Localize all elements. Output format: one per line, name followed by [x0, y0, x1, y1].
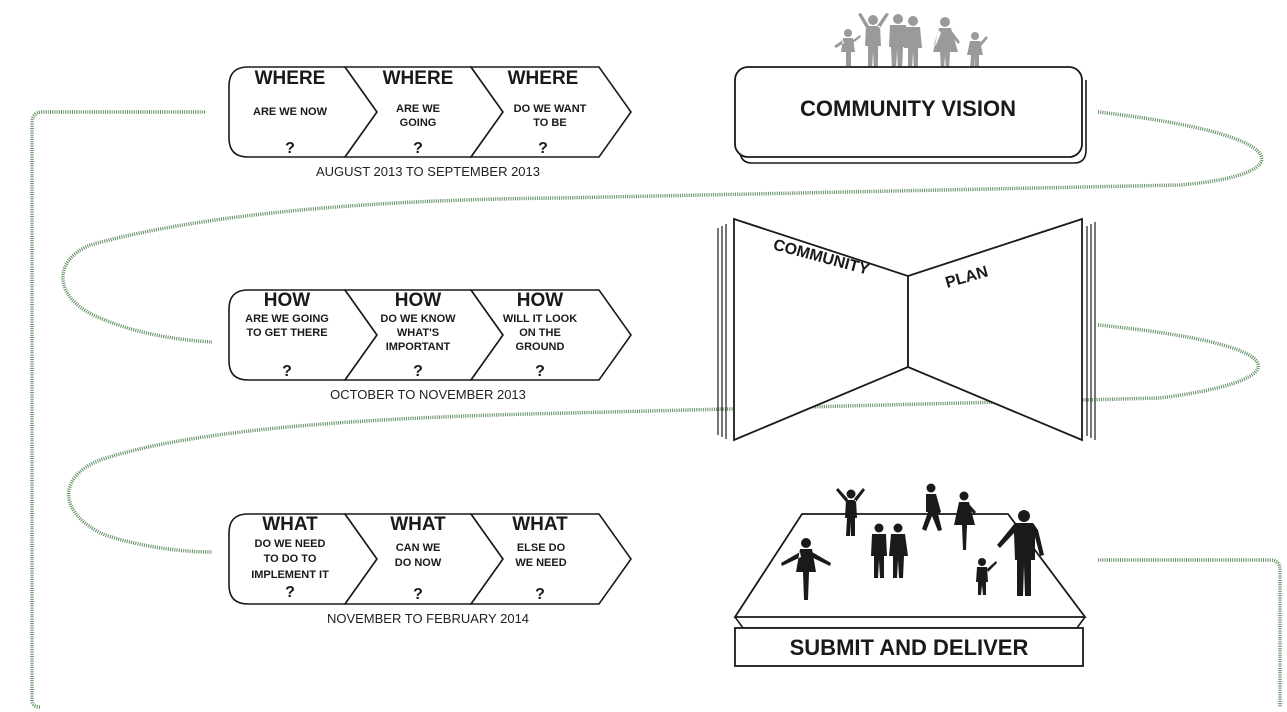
question-mark: ? — [535, 586, 545, 603]
community-plan-milestone: COMMUNITY PLAN — [717, 217, 1096, 442]
stage-line: TO GET THERE — [246, 327, 327, 339]
stage-line: DO WE NEED — [255, 538, 326, 550]
stage-line: ARE WE NOW — [253, 106, 328, 118]
stage-heading: WHERE — [383, 68, 454, 89]
question-mark: ? — [413, 363, 423, 380]
row-date: OCTOBER TO NOVEMBER 2013 — [330, 387, 526, 402]
stage-line: ELSE DO — [517, 542, 566, 554]
stage-heading: WHERE — [255, 68, 326, 89]
stage-line: DO WE WANT — [514, 103, 587, 115]
where-stage-2: WHERE ARE WE GOING ? — [343, 66, 504, 158]
stage-line: ON THE — [519, 327, 561, 339]
question-mark: ? — [282, 363, 292, 380]
stage-line: DO WE KNOW — [380, 313, 456, 325]
how-stage-2: HOW DO WE KNOW WHAT'S IMPORTANT ? — [343, 289, 504, 381]
vision-box — [734, 66, 1083, 158]
stage-line: WE NEED — [515, 557, 566, 569]
question-mark: ? — [538, 140, 548, 157]
vision-title: COMMUNITY VISION — [800, 96, 1016, 121]
stage-line: DO NOW — [395, 557, 442, 569]
stage-line: IMPLEMENT IT — [251, 569, 329, 581]
how-stage-3: HOW WILL IT LOOK ON THE GROUND ? — [469, 289, 632, 381]
stage-line: CAN WE — [396, 542, 441, 554]
stage-line: GOING — [400, 117, 437, 129]
stage-line: WHAT'S — [397, 327, 439, 339]
stage-line: ARE WE — [396, 103, 440, 115]
what-stage-row: WHAT DO WE NEED TO DO TO IMPLEMENT IT ? … — [228, 513, 632, 626]
where-stage-1: WHERE ARE WE NOW ? — [228, 66, 378, 158]
question-mark: ? — [413, 140, 423, 157]
submit-and-deliver-milestone: SUBMIT AND DELIVER — [733, 483, 1087, 667]
stage-line: WILL IT LOOK — [503, 313, 577, 325]
question-mark: ? — [413, 586, 423, 603]
row-date: AUGUST 2013 TO SEPTEMBER 2013 — [316, 164, 540, 179]
community-vision-milestone: COMMUNITY VISION — [734, 13, 1087, 164]
stage-line: GROUND — [516, 341, 565, 353]
stage-heading: HOW — [395, 290, 442, 311]
what-stage-1: WHAT DO WE NEED TO DO TO IMPLEMENT IT ? — [228, 513, 378, 605]
deliver-banner — [734, 627, 1084, 667]
family-silhouette-icon — [834, 13, 988, 70]
stage-line: TO DO TO — [264, 553, 317, 565]
row-date: NOVEMBER TO FEBRUARY 2014 — [327, 611, 529, 626]
book-pages-left — [717, 224, 727, 439]
where-stage-row: WHERE ARE WE NOW ? WHERE ARE WE GOING ? … — [228, 66, 632, 179]
question-mark: ? — [535, 363, 545, 380]
what-stage-3: WHAT ELSE DO WE NEED ? — [469, 513, 632, 605]
deliver-title: SUBMIT AND DELIVER — [790, 635, 1029, 660]
stage-heading: HOW — [264, 290, 311, 311]
stage-heading: WHAT — [390, 514, 446, 535]
how-stage-1: HOW ARE WE GOING TO GET THERE ? — [228, 289, 378, 381]
stage-heading: HOW — [517, 290, 564, 311]
people-silhouette-icon — [781, 483, 1044, 600]
book-right-page — [907, 217, 1083, 442]
question-mark: ? — [285, 140, 295, 157]
stage-line: ARE WE GOING — [245, 313, 329, 325]
stage-heading: WHERE — [508, 68, 579, 89]
process-path — [30, 110, 1282, 709]
book-pages-right — [1086, 222, 1096, 440]
stage-line: IMPORTANT — [386, 341, 451, 353]
stage-line: TO BE — [533, 117, 566, 129]
question-mark: ? — [285, 584, 295, 601]
stage-heading: WHAT — [262, 514, 318, 535]
where-stage-3: WHERE DO WE WANT TO BE ? — [469, 66, 632, 158]
stage-platform-side — [734, 616, 1086, 629]
how-stage-row: HOW ARE WE GOING TO GET THERE ? HOW DO W… — [228, 289, 632, 402]
stage-heading: WHAT — [512, 514, 568, 535]
